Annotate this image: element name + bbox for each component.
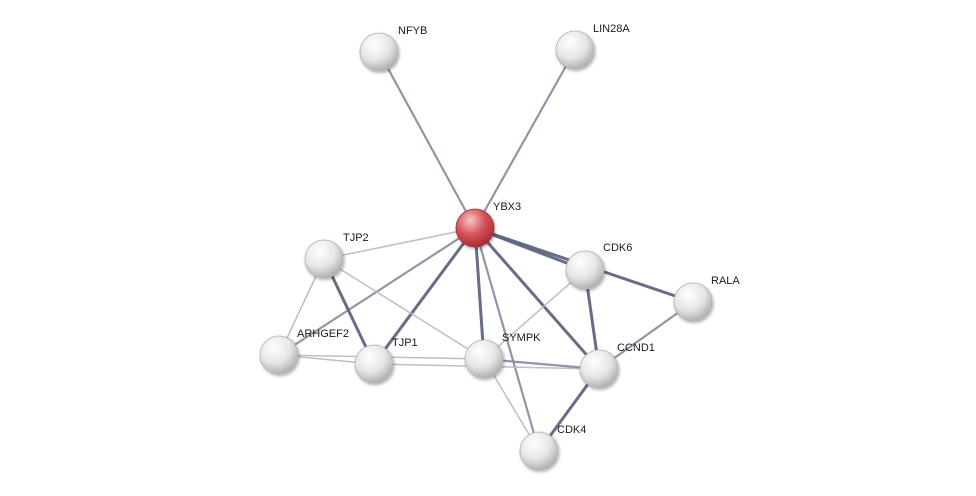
node-sphere-ccnd1[interactable]: [579, 349, 619, 389]
node-sphere-cdk6[interactable]: [565, 250, 605, 290]
node-rala[interactable]: RALA: [673, 275, 740, 322]
node-sphere-nfyb[interactable]: [359, 32, 399, 72]
node-label-tjp2: TJP2: [343, 232, 369, 244]
node-lin28a[interactable]: LIN28A: [555, 23, 630, 70]
node-sphere-tjp2[interactable]: [304, 239, 344, 279]
node-ccnd1[interactable]: CCND1: [579, 342, 655, 389]
node-cdk6[interactable]: CDK6: [565, 242, 632, 290]
edge-ybx3-sympk[interactable]: [473, 226, 486, 361]
node-label-sympk: SYMPK: [502, 332, 541, 344]
edge-tjp2-sympk[interactable]: [323, 258, 485, 360]
node-tjp2[interactable]: TJP2: [304, 232, 369, 279]
node-sphere-cdk4[interactable]: [519, 431, 559, 471]
node-arhgef2[interactable]: ARHGEF2: [259, 328, 349, 375]
edge-ybx3-tjp1[interactable]: [372, 226, 477, 366]
node-sphere-lin28a[interactable]: [555, 30, 595, 70]
node-label-ccnd1: CCND1: [617, 342, 655, 354]
node-sphere-ybx3[interactable]: [455, 208, 495, 248]
node-label-lin28a: LIN28A: [593, 23, 630, 35]
node-label-cdk4: CDK4: [557, 424, 586, 436]
edge-ybx3-tjp2[interactable]: [323, 227, 476, 260]
node-label-cdk6: CDK6: [603, 242, 632, 254]
node-ybx3[interactable]: YBX3: [455, 201, 521, 248]
node-label-rala: RALA: [711, 275, 740, 287]
edge-sympk-cdk6[interactable]: [483, 269, 586, 360]
edge-ybx3-ccnd1[interactable]: [473, 226, 601, 371]
node-sphere-arhgef2[interactable]: [259, 335, 299, 375]
node-sphere-sympk[interactable]: [464, 339, 504, 379]
node-label-tjp1: TJP1: [392, 337, 418, 349]
node-sympk[interactable]: SYMPK: [464, 332, 541, 379]
node-sphere-tjp1[interactable]: [354, 344, 394, 384]
edge-ybx3-nfyb[interactable]: [377, 50, 477, 230]
node-cdk4[interactable]: CDK4: [519, 424, 586, 471]
node-tjp1[interactable]: TJP1: [354, 337, 418, 384]
node-nfyb[interactable]: NFYB: [359, 25, 427, 72]
node-label-arhgef2: ARHGEF2: [297, 328, 349, 340]
node-label-nfyb: NFYB: [398, 25, 427, 37]
node-sphere-rala[interactable]: [673, 282, 713, 322]
node-label-ybx3: YBX3: [493, 201, 521, 213]
edge-ybx3-lin28a[interactable]: [473, 48, 577, 230]
